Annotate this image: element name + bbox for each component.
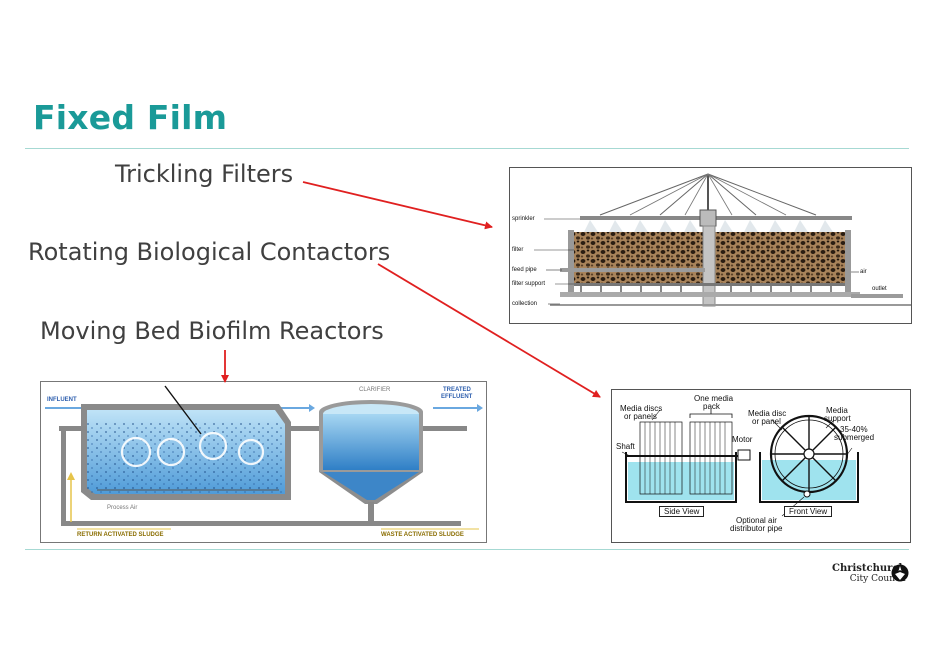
top-divider (25, 148, 909, 149)
label-filter-support: filter support (512, 281, 546, 287)
label-motor: Motor (732, 435, 753, 444)
arrow-trickling-filters (302, 181, 493, 230)
label-collection: collection (512, 301, 538, 307)
label-media-discs: Media discs (620, 404, 663, 413)
label-shaft: Shaft (616, 442, 635, 451)
council-logo-icon (891, 564, 909, 582)
trickling-filter-drawing (534, 173, 911, 307)
label-waste-activated-sludge: WASTE ACTIVATED SLUDGE (381, 532, 464, 538)
label-one-media: One media (694, 394, 734, 403)
label-media: Media (826, 406, 848, 415)
mbbr-diagram: INFLUENT CLARIFIER TREATED EFFLUENT Proc… (40, 381, 487, 543)
item-moving-bed-biofilm-reactors: Moving Bed Biofilm Reactors (40, 317, 384, 345)
label-return-activated-sludge: RETURN ACTIVATED SLUDGE (77, 532, 164, 538)
label-side-view: Side View (659, 506, 705, 517)
rbc-diagram: One media pack Media discs or panels Sha… (611, 389, 911, 543)
label-process-air: Process Air (107, 505, 138, 511)
label-distributor-pipe: distributor pipe (730, 524, 783, 533)
slide-title: Fixed Film (33, 98, 228, 137)
label-or-panels: or panels (624, 412, 657, 421)
bottom-divider (25, 549, 909, 550)
rbc-drawing (621, 409, 859, 517)
label-front-view: Front View (784, 506, 833, 517)
label-pack: pack (703, 402, 720, 411)
council-logo-text: Christchurch City Council (832, 563, 906, 584)
label-optional-air: Optional air (736, 516, 777, 525)
label-influent: INFLUENT (47, 397, 77, 403)
item-rotating-biological-contactors: Rotating Biological Contactors (28, 238, 391, 266)
label-feed-pipe: feed pipe (512, 267, 537, 273)
label-effluent: EFFLUENT (441, 394, 473, 400)
label-sprinkler: sprinkler (512, 216, 535, 222)
mbbr-drawing (45, 385, 483, 530)
label-media-disc: Media disc (748, 409, 787, 418)
logo-line-1: Christchurch (832, 563, 906, 574)
label-filter: filter (512, 247, 524, 253)
label-35-40: 35-40% (840, 425, 868, 434)
label-support: support (824, 414, 851, 423)
label-or-panel: or panel (752, 417, 781, 426)
trickling-filter-diagram: sprinkler filter feed pipe filter suppor… (509, 167, 912, 324)
logo-line-2: City Council (849, 574, 906, 584)
label-air: air (860, 269, 867, 275)
label-outlet: outlet (872, 286, 887, 292)
label-clarifier: CLARIFIER (359, 387, 391, 393)
item-trickling-filters: Trickling Filters (115, 160, 294, 188)
label-submerged: submerged (834, 433, 875, 442)
